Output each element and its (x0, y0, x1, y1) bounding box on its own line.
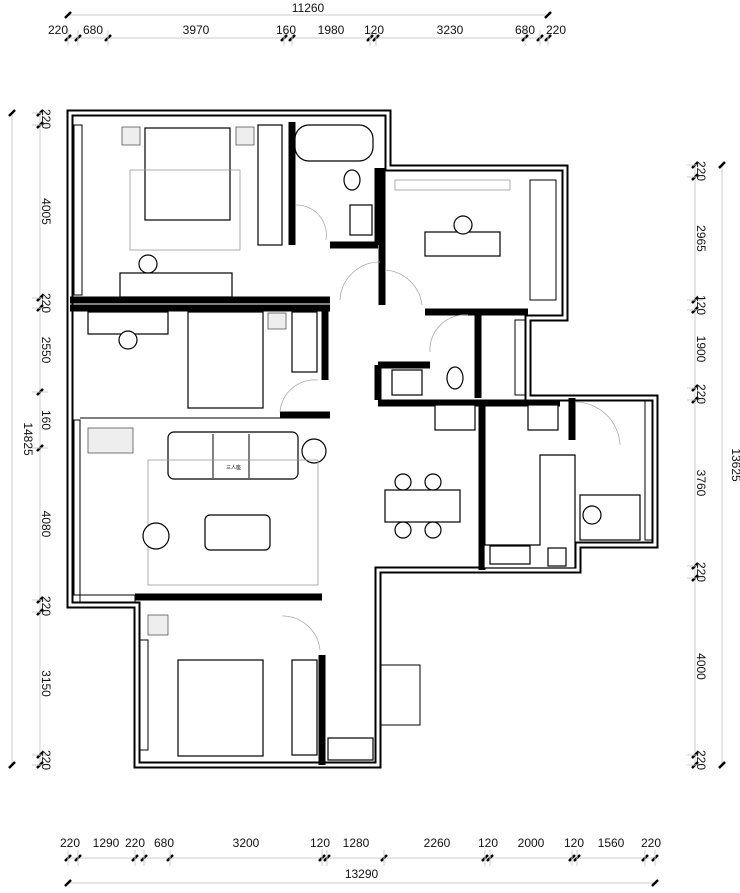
dimension-segment: 3970 (183, 23, 210, 37)
dimension-segment: 1980 (318, 23, 345, 37)
dimension-segment: 220 (694, 384, 708, 404)
dimension-segment: 220 (39, 109, 53, 129)
dimension-tick (718, 161, 726, 169)
dimension-tick (64, 879, 72, 887)
bed-third (177, 659, 264, 757)
dimension-segment: 1900 (694, 336, 708, 363)
dimension-segment: 220 (60, 836, 80, 850)
exterior-walls (66, 109, 659, 769)
coffee-table (204, 514, 271, 551)
top-dimension-chain: 11260 220 680 3970 160 1980 120 3230 680 220 (48, 1, 566, 46)
dimension-tick (8, 761, 16, 769)
dimension-segment: 4080 (39, 511, 53, 538)
chair (118, 330, 138, 350)
dimension-segment: 120 (364, 23, 384, 37)
dimension-segment: 160 (276, 23, 296, 37)
dimension-segment: 4005 (39, 198, 53, 225)
dimension-segment: 2000 (518, 836, 545, 850)
windows (73, 124, 654, 751)
desk (424, 231, 501, 257)
dimension-segment: 1290 (93, 836, 120, 850)
dimension-segment: 220 (694, 750, 708, 770)
dimension-segment: 220 (125, 836, 145, 850)
bed-master (144, 127, 231, 221)
dimension-segment: 3200 (233, 836, 260, 850)
dimension-total: 14825 (21, 422, 35, 456)
dimension-segment: 220 (694, 161, 708, 181)
dimension-segment: 3230 (437, 23, 464, 37)
dimension-segment: 680 (515, 23, 535, 37)
dimension-segment: 220 (39, 596, 53, 616)
armchair (142, 522, 170, 550)
dimension-tick (718, 761, 726, 769)
dimension-segment: 120 (564, 836, 584, 850)
dimension-tick (8, 109, 16, 117)
dimension-segment: 4000 (694, 653, 708, 680)
dimension-segment: 160 (39, 410, 53, 430)
right-dimension-chain: 13625 220 2965 120 1900 220 3760 220 4000 220 (687, 161, 740, 770)
dimension-total: 13290 (345, 867, 379, 881)
bed-second (187, 311, 264, 409)
dimension-segment: 3150 (39, 670, 53, 697)
dimension-segment: 680 (154, 836, 174, 850)
dimension-segment: 3760 (694, 470, 708, 497)
dimension-segment: 2550 (39, 337, 53, 364)
dimension-segment: 220 (48, 23, 68, 37)
chair (138, 254, 158, 274)
doors (279, 204, 621, 651)
dimension-segment: 1560 (598, 836, 625, 850)
interior-walls (70, 122, 576, 765)
dimension-tick (544, 11, 552, 19)
dimension-segment: 680 (83, 23, 103, 37)
dimension-tick (64, 11, 72, 19)
bottom-dimension-chain: 13290 220 1290 220 680 3200 120 1280 2260 120 2000… (60, 836, 661, 887)
dimension-segment: 220 (641, 836, 661, 850)
dimension-segment: 220 (39, 750, 53, 770)
bathtub (294, 124, 374, 162)
dimension-segment: 2965 (694, 225, 708, 252)
dining-table (384, 489, 461, 523)
dimension-total: 13625 (729, 448, 740, 482)
dimension-segment: 220 (546, 23, 566, 37)
chair (453, 215, 473, 235)
furniture: 三人座 (87, 124, 641, 761)
dimension-segment: 120 (694, 295, 708, 315)
sofa (167, 431, 299, 480)
dimension-segment: 120 (310, 836, 330, 850)
dimension-total: 11260 (292, 1, 325, 15)
dimension-segment: 220 (694, 562, 708, 582)
sofa-label: 三人座 (226, 464, 241, 471)
dimension-tick (651, 879, 659, 887)
dimension-segment: 220 (39, 293, 53, 313)
dimension-segment: 120 (478, 836, 498, 850)
dimension-segment: 1280 (343, 836, 370, 850)
left-dimension-chain: 14825 220 4005 220 2550 160 4080 220 3150 220 (8, 109, 53, 770)
dimension-segment: 2260 (424, 836, 451, 850)
